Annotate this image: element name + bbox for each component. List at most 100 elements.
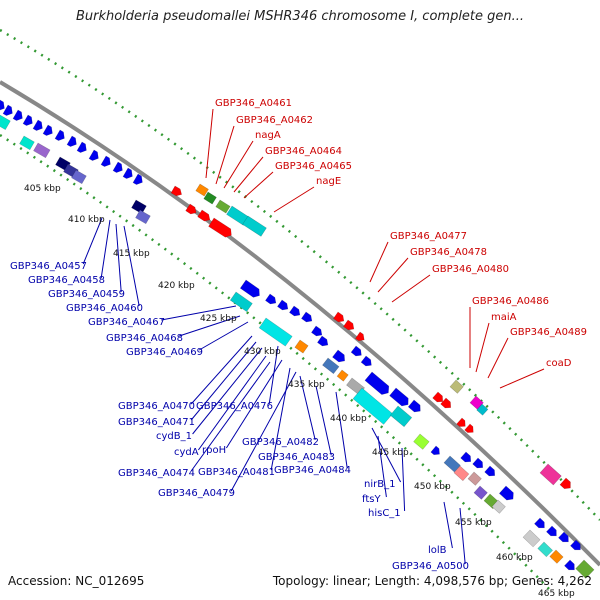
cds-feature[interactable] [215, 199, 231, 214]
cds-feature[interactable] [301, 311, 314, 324]
cds-feature[interactable] [537, 541, 553, 558]
cds-feature[interactable] [42, 124, 55, 138]
reverse-gene-label[interactable]: GBP346_A0470 [118, 401, 195, 412]
cds-feature[interactable] [229, 291, 253, 313]
forward-gene-label[interactable]: GBP346_A0464 [265, 146, 342, 157]
cds-feature[interactable] [203, 191, 217, 205]
cds-feature[interactable] [343, 319, 356, 332]
reverse-gene-label[interactable]: rpoH [202, 445, 226, 456]
cds-feature[interactable] [131, 199, 147, 215]
reverse-gene-label[interactable]: GBP346_A0479 [158, 488, 235, 499]
forward-gene-label[interactable]: GBP346_A0480 [432, 264, 509, 275]
cds-feature[interactable] [575, 559, 595, 579]
forward-gene-label[interactable]: GBP346_A0489 [510, 327, 587, 338]
cds-feature[interactable] [317, 335, 330, 348]
cds-feature[interactable] [311, 325, 324, 338]
forward-gene-label[interactable]: nagA [255, 130, 281, 141]
cds-feature[interactable] [407, 399, 423, 415]
forward-gene-label[interactable]: coaD [546, 358, 572, 369]
cds-feature[interactable] [265, 293, 278, 306]
reverse-gene-label[interactable]: GBP346_A0474 [118, 468, 195, 479]
cds-feature[interactable] [112, 161, 125, 175]
cds-feature[interactable] [432, 391, 446, 405]
cds-feature[interactable] [460, 451, 474, 465]
cds-feature[interactable] [22, 114, 35, 128]
cds-feature[interactable] [350, 345, 364, 358]
cds-feature[interactable] [484, 465, 498, 479]
forward-gene-label[interactable]: nagE [316, 176, 341, 187]
cds-feature[interactable] [0, 99, 7, 113]
forward-gene-label[interactable]: maiA [491, 312, 517, 323]
forward-gene-label[interactable]: GBP346_A0462 [236, 115, 313, 126]
cds-feature[interactable] [449, 379, 464, 394]
cds-feature[interactable] [360, 355, 374, 368]
cds-feature[interactable] [336, 369, 349, 382]
cds-feature[interactable] [195, 183, 209, 197]
cds-feature[interactable] [54, 129, 67, 143]
cds-feature[interactable] [32, 119, 45, 133]
cds-feature[interactable] [430, 445, 442, 457]
cds-feature[interactable] [289, 305, 302, 318]
cds-feature[interactable] [135, 209, 151, 225]
cds-feature[interactable] [132, 173, 145, 187]
cds-feature[interactable] [389, 405, 413, 428]
reverse-gene-label[interactable]: GBP346_A0484 [274, 465, 351, 476]
cds-feature[interactable] [88, 149, 101, 163]
cds-feature[interactable] [352, 387, 393, 425]
cds-feature[interactable] [549, 549, 564, 564]
cds-feature[interactable] [19, 135, 35, 151]
cds-feature[interactable] [355, 331, 366, 343]
forward-gene-label[interactable]: GBP346_A0461 [215, 98, 292, 109]
cds-feature[interactable] [277, 299, 290, 312]
cds-feature[interactable] [208, 217, 235, 239]
cds-feature[interactable] [170, 185, 184, 198]
cds-feature[interactable] [473, 485, 488, 500]
cds-feature[interactable] [564, 559, 577, 573]
cds-feature[interactable] [122, 167, 135, 181]
cds-feature[interactable] [2, 104, 15, 118]
cds-feature[interactable] [546, 525, 559, 539]
cds-feature[interactable] [413, 433, 430, 450]
forward-gene-label[interactable]: GBP346_A0465 [275, 161, 352, 172]
cds-feature[interactable] [389, 387, 412, 409]
reverse-gene-label[interactable]: nirB_1 [364, 479, 395, 490]
cds-feature[interactable] [185, 203, 199, 216]
reverse-gene-label[interactable]: GBP346_A0468 [106, 333, 183, 344]
cds-feature[interactable] [559, 477, 573, 491]
reverse-gene-label[interactable]: GBP346_A0459 [48, 289, 125, 300]
cds-feature[interactable] [258, 317, 293, 347]
reverse-gene-label[interactable]: lolB [428, 545, 447, 556]
reverse-gene-label[interactable]: GBP346_A0458 [28, 275, 105, 286]
cds-feature[interactable] [467, 471, 482, 486]
cds-feature[interactable] [464, 423, 476, 435]
cds-feature[interactable] [197, 209, 212, 223]
reverse-gene-label[interactable]: cydB_1 [156, 431, 192, 442]
cds-feature[interactable] [239, 279, 262, 300]
forward-gene-label[interactable]: GBP346_A0477 [390, 231, 467, 242]
cds-feature[interactable] [456, 417, 468, 429]
cds-feature[interactable] [242, 215, 267, 237]
cds-feature[interactable] [33, 142, 51, 159]
cds-feature[interactable] [534, 517, 547, 531]
reverse-gene-label[interactable]: GBP346_A0460 [66, 303, 143, 314]
reverse-gene-label[interactable]: hisC_1 [368, 508, 401, 519]
cds-feature[interactable] [76, 141, 89, 155]
reverse-gene-label[interactable]: GBP346_A0471 [118, 417, 195, 428]
cds-feature[interactable] [71, 169, 87, 185]
cds-feature[interactable] [333, 311, 346, 324]
reverse-gene-label[interactable]: GBP346_A0482 [242, 437, 319, 448]
reverse-gene-label[interactable]: GBP346_A0469 [126, 347, 203, 358]
reverse-gene-label[interactable]: GBP346_A0483 [258, 452, 335, 463]
cds-feature[interactable] [498, 485, 516, 503]
cds-feature[interactable] [100, 155, 113, 169]
forward-gene-label[interactable]: GBP346_A0486 [472, 296, 549, 307]
reverse-gene-label[interactable]: GBP346_A0500 [392, 561, 469, 572]
reverse-gene-label[interactable]: GBP346_A0457 [10, 261, 87, 272]
forward-gene-label[interactable]: GBP346_A0478 [410, 247, 487, 258]
cds-feature[interactable] [364, 371, 392, 397]
reverse-gene-label[interactable]: GBP346_A0467 [88, 317, 165, 328]
cds-feature[interactable] [12, 109, 25, 123]
reverse-gene-label[interactable]: cydA [174, 447, 199, 458]
cds-feature[interactable] [476, 403, 489, 416]
cds-feature[interactable] [472, 457, 486, 471]
